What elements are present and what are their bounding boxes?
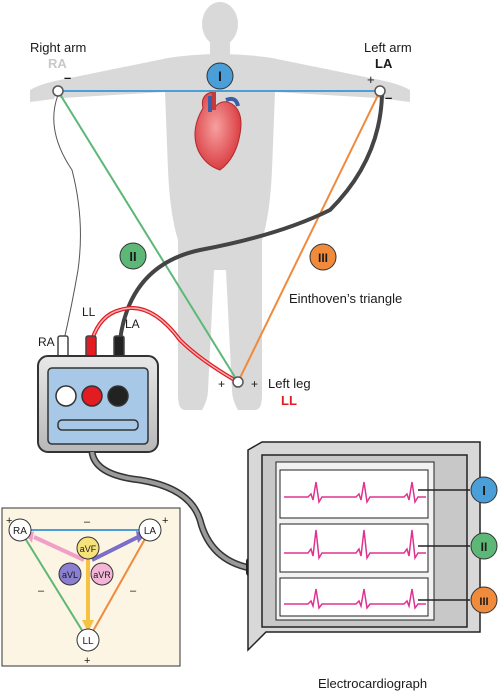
- ecg-lead-ii-label: II: [481, 540, 488, 554]
- lead-iii-line: [237, 90, 381, 383]
- einthoven-label: Einthoven’s triangle: [289, 291, 402, 306]
- inset-avl: aVL: [62, 570, 78, 580]
- connector-ra-label: RA: [38, 335, 55, 349]
- connector-ll-label: LL: [82, 305, 96, 319]
- inset-bottom-plus: +: [84, 655, 90, 667]
- augmented-leads-inset: [1, 507, 181, 667]
- ecg-lead-box: [37, 355, 159, 453]
- inset-avr: aVR: [93, 570, 111, 580]
- lead-ii-line: [57, 90, 239, 383]
- inset-top-minus: –: [84, 516, 91, 528]
- ra-minus: –: [64, 70, 71, 85]
- left-leg-label: Left leg: [268, 376, 311, 391]
- inset-right-minus: –: [130, 585, 137, 597]
- ecg-lead-iii-pointer: III: [418, 586, 498, 614]
- inset-ra-plus: +: [6, 515, 12, 527]
- left-leg-code: LL: [281, 393, 297, 408]
- la-plus-top: +: [367, 72, 375, 87]
- ecg-lead-ii-pointer: II: [418, 532, 498, 560]
- lead-iii-label: III: [318, 251, 328, 265]
- right-arm-code: RA: [48, 56, 67, 71]
- lead-i-badge: I: [206, 62, 234, 90]
- trace-lead-ii: [284, 529, 426, 561]
- left-arm-label: Left arm: [364, 40, 412, 55]
- left-arm-code: LA: [375, 56, 393, 71]
- electrocardiograph-label: Electrocardiograph: [318, 676, 427, 691]
- ecg-traces: [284, 481, 426, 610]
- lead-ii-label: II: [129, 249, 136, 264]
- inset-ra: RA: [13, 526, 27, 537]
- right-arm-label: Right arm: [30, 40, 86, 55]
- la-cable: [118, 94, 384, 341]
- electrocardiograph: [247, 441, 481, 652]
- la-minus: –: [385, 90, 392, 105]
- la-electrode: [374, 85, 386, 97]
- ecg-lead-iii-label: III: [479, 596, 488, 608]
- trace-lead-i: [284, 481, 426, 505]
- lead-connectors: [57, 335, 125, 359]
- connector-la-label: LA: [125, 317, 140, 331]
- ll-plus-right: +: [251, 377, 258, 391]
- ll-electrode: [232, 376, 244, 388]
- inset-la-plus: +: [162, 515, 168, 527]
- inset-avf: aVF: [80, 544, 97, 554]
- ll-plus-left: +: [218, 377, 225, 391]
- ecg-lead-i-label: I: [482, 483, 486, 498]
- lead-iii-badge: III: [309, 243, 337, 271]
- ra-cable: [51, 94, 83, 341]
- heart-icon: [194, 91, 242, 171]
- trace-lead-iii: [284, 588, 426, 610]
- inset-ll: LL: [82, 636, 94, 647]
- inset-left-minus: –: [38, 585, 45, 597]
- lead-i-label: I: [218, 68, 222, 84]
- ra-electrode: [52, 85, 64, 97]
- ecg-lead-i-pointer: I: [418, 476, 498, 504]
- inset-la: LA: [144, 526, 157, 537]
- lead-ii-badge: II: [119, 242, 147, 270]
- body-silhouette: [30, 2, 410, 410]
